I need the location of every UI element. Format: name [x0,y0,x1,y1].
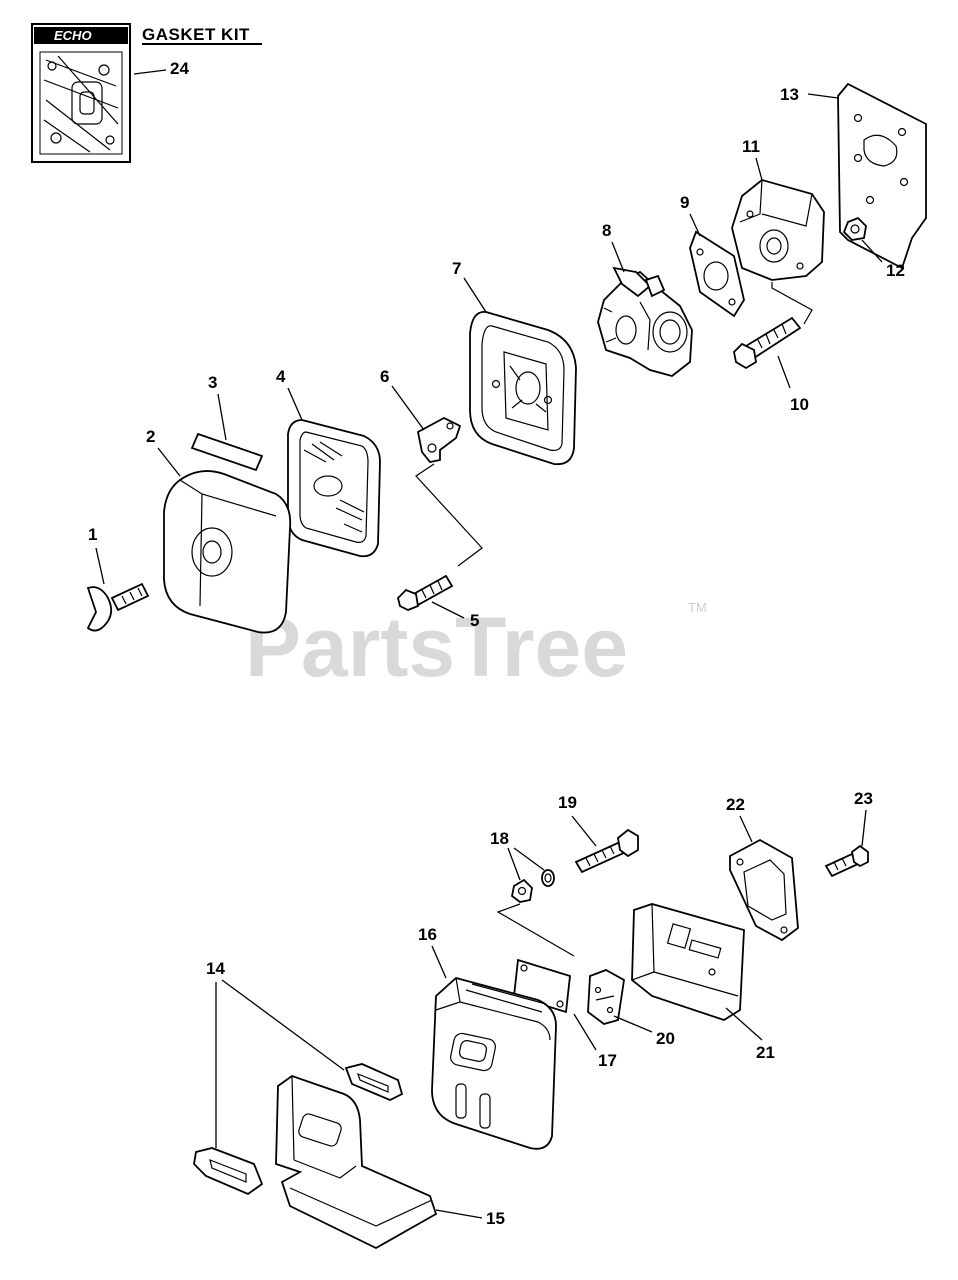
callout-9[interactable]: 9 [680,193,689,212]
part-3-pad[interactable] [190,432,264,472]
part-9-gasket[interactable] [689,230,745,318]
part-10-bolt[interactable] [733,316,802,370]
part-4-air-filter[interactable] [287,419,381,558]
watermark-text: PartsTree [245,600,628,694]
callout-16[interactable]: 16 [418,925,437,944]
callout-11[interactable]: 11 [742,137,760,156]
callout-8[interactable]: 8 [602,221,611,240]
part-12-nut[interactable] [842,216,867,241]
callout-14[interactable]: 14 [206,959,225,978]
echo-logo [34,27,128,44]
part-13-gasket[interactable] [807,82,927,270]
part-14-gaskets[interactable] [193,1063,404,1196]
part-21-muffler-cover[interactable] [631,903,745,1021]
callout-24[interactable]: 24 [170,59,189,78]
callout-20[interactable]: 20 [656,1029,675,1048]
part-22-gasket[interactable] [729,838,799,942]
callout-2[interactable]: 2 [146,427,155,446]
callout-4[interactable]: 4 [276,367,286,386]
watermark-tm: TM [688,600,707,615]
callout-22[interactable]: 22 [726,795,745,814]
part-8-carburetor[interactable] [597,266,693,377]
callout-13[interactable]: 13 [780,85,799,104]
callout-15[interactable]: 15 [486,1209,505,1228]
part-7-air-cleaner-case[interactable] [469,311,577,466]
callout-17[interactable]: 17 [598,1051,617,1070]
gasket-kit-illustration [39,51,123,155]
part-1-wing-bolt[interactable] [86,582,150,632]
gasket-kit[interactable]: ECHO GASKET KIT 24 [31,23,262,163]
part-11-insulator[interactable] [731,179,825,281]
callout-21[interactable]: 21 [756,1043,775,1062]
callout-18[interactable]: 18 [490,829,509,848]
callout-23[interactable]: 23 [854,789,873,808]
echo-logo-text: ECHO [54,28,92,43]
part-16-muffler[interactable] [431,977,557,1150]
part-18-nut[interactable] [511,869,555,903]
part-23-bolt[interactable] [824,844,869,878]
callout-10[interactable]: 10 [790,395,809,414]
callout-3[interactable]: 3 [208,373,217,392]
part-6-bracket[interactable] [416,416,462,463]
callout-7[interactable]: 7 [452,259,461,278]
part-20-plate[interactable] [587,969,625,1025]
watermark: PartsTree TM [245,600,707,694]
callout-12[interactable]: 12 [886,261,905,280]
callout-1[interactable]: 1 [88,525,97,544]
part-15-exhaust-plate[interactable] [275,1074,438,1250]
gasket-kit-title: GASKET KIT [142,25,250,44]
part-2-air-cleaner-cover[interactable] [163,470,292,634]
part-5-screw[interactable] [397,574,454,611]
callout-6[interactable]: 6 [380,367,389,386]
part-19-bolt[interactable] [574,828,639,874]
callout-5[interactable]: 5 [470,611,479,630]
callout-19[interactable]: 19 [558,793,577,812]
